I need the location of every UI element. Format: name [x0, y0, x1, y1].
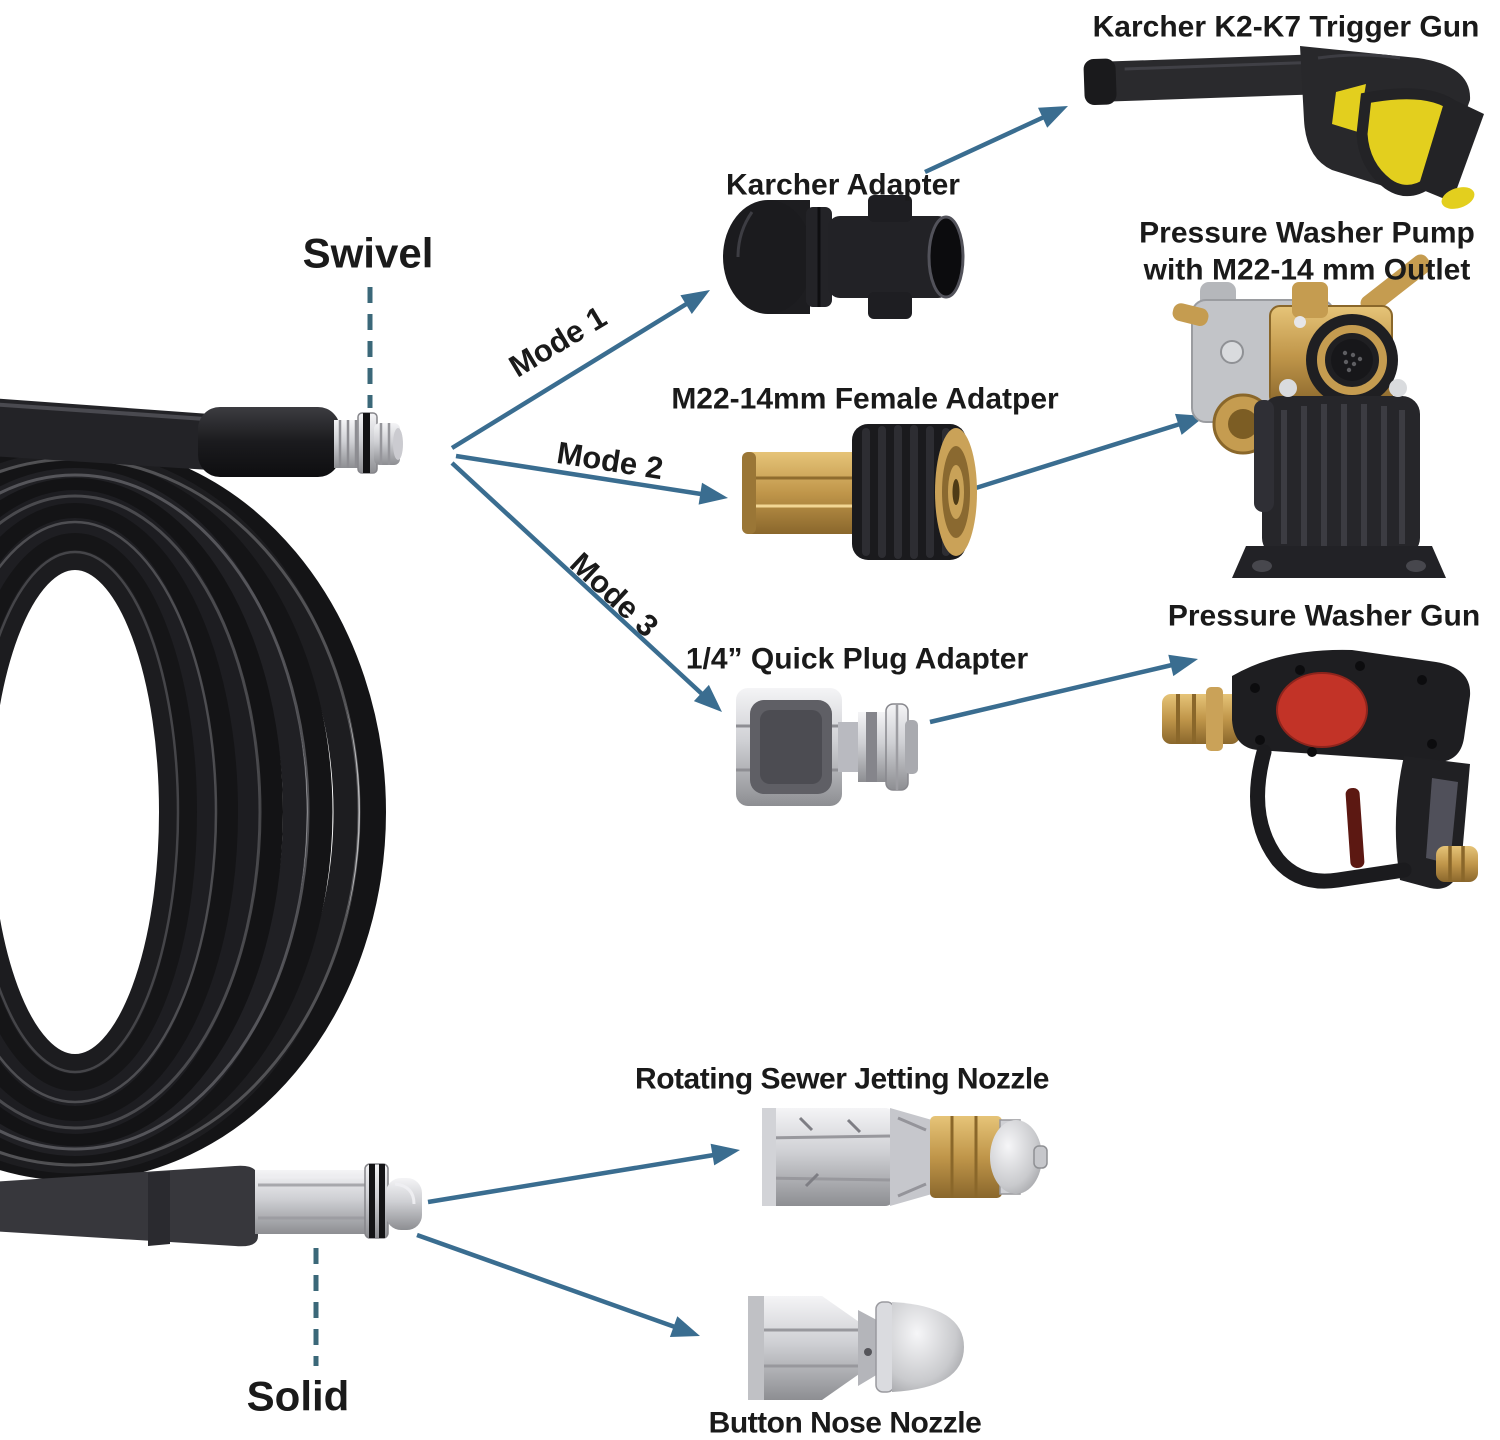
quick-plug-to-gun-arrow	[929, 654, 1198, 725]
hose-coil-illustration	[0, 443, 386, 1181]
pump-illustration	[1172, 254, 1446, 578]
trigger-gun-illustration	[1083, 46, 1484, 209]
karcher-adapter-label: Karcher Adapter	[726, 168, 960, 202]
m22-adapter-illustration	[742, 424, 977, 560]
swivel-label: Swivel	[302, 229, 434, 277]
pressure-washer-gun-label: Pressure Washer Gun	[1167, 599, 1481, 633]
solid-to-button-nozzle-arrow	[416, 1232, 700, 1337]
pump-label-line-2: with M22-14 mm Outlet	[1143, 253, 1471, 286]
solid-label: Solid	[246, 1372, 350, 1420]
hose-solid-end-illustration	[0, 1163, 422, 1247]
rotating-nozzle-label: Rotating Sewer Jetting Nozzle	[635, 1062, 1049, 1096]
m22-adapter-label: M22-14mm Female Adatper	[671, 382, 1059, 416]
trigger-gun-label: Karcher K2-K7 Trigger Gun	[1092, 10, 1480, 44]
karcher-adapter-illustration	[723, 195, 965, 319]
mode-2-arrow	[455, 453, 728, 505]
rotating-nozzle-illustration	[761, 1108, 1048, 1206]
pump-label: Pressure Washer Pump with M22-14 mm Outl…	[1139, 215, 1475, 288]
button-nozzle-label: Button Nose Nozzle	[708, 1406, 982, 1440]
pressure-washer-gun-illustration	[1162, 649, 1478, 889]
quick-plug-illustration	[736, 688, 918, 806]
pump-label-line-1: Pressure Washer Pump	[1139, 216, 1475, 250]
adapter-to-trigger-gun-arrow	[924, 106, 1068, 175]
mode-1-arrow	[450, 290, 710, 450]
quick-plug-label: 1/4” Quick Plug Adapter	[685, 642, 1029, 676]
button-nozzle-illustration	[748, 1296, 964, 1400]
m22-to-pump-arrow	[962, 413, 1205, 495]
solid-to-rotating-nozzle-arrow	[427, 1143, 740, 1205]
mode-3-arrow	[450, 461, 722, 712]
connection-arrows	[416, 106, 1205, 1337]
hose-swivel-end-illustration	[0, 398, 403, 477]
